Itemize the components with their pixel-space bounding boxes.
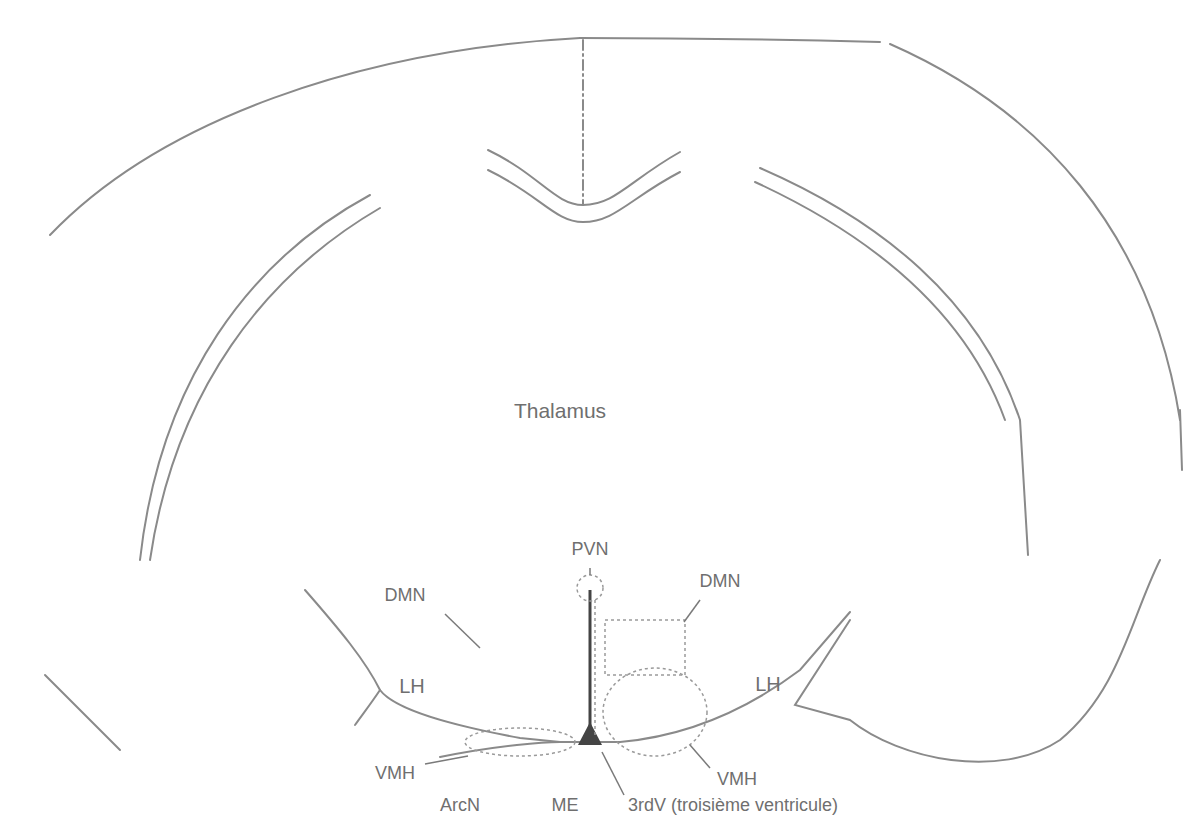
region-label: DMN [700,572,741,590]
region-label: VMH [375,764,415,782]
outer-contour [795,560,1160,762]
dmn-outline [605,620,685,675]
hypothalamus-contour [355,690,380,725]
region-label: LH [755,674,781,694]
region-label: ME [552,796,579,814]
pvn-outline [577,575,603,601]
lateral-band [755,182,1005,420]
outer-contour [1180,410,1182,470]
leader-line [690,745,710,768]
vmh-outline [465,728,575,756]
leader-line [425,756,468,764]
corpus-callosum [488,150,680,205]
region-label: ArcN [440,796,480,814]
region-label: PVN [571,540,608,558]
third-ventricle [589,590,592,740]
median-eminence-mark [578,722,602,745]
region-label: LH [399,676,425,696]
leader-line [684,600,700,622]
region-label: VMH [717,770,757,788]
outer-contour [45,675,120,750]
leader-line [602,752,624,795]
outer-contour [890,44,1180,420]
leader-line [589,568,591,575]
outer-contour [580,38,880,42]
outer-contour [50,38,580,235]
hypothalamus-contour [620,612,850,742]
lateral-band [140,195,370,560]
corpus-callosum [488,170,680,222]
leader-line [445,614,480,648]
hypothalamus-contour [305,590,560,742]
nucleus-outline [594,600,596,735]
region-label: DMN [385,586,426,604]
region-label: 3rdV (troisième ventricule) [628,796,838,814]
midline [582,40,584,205]
lateral-band [760,168,1028,555]
vmh-outline [603,668,707,756]
region-label: Thalamus [514,400,606,421]
lateral-band [150,208,380,560]
